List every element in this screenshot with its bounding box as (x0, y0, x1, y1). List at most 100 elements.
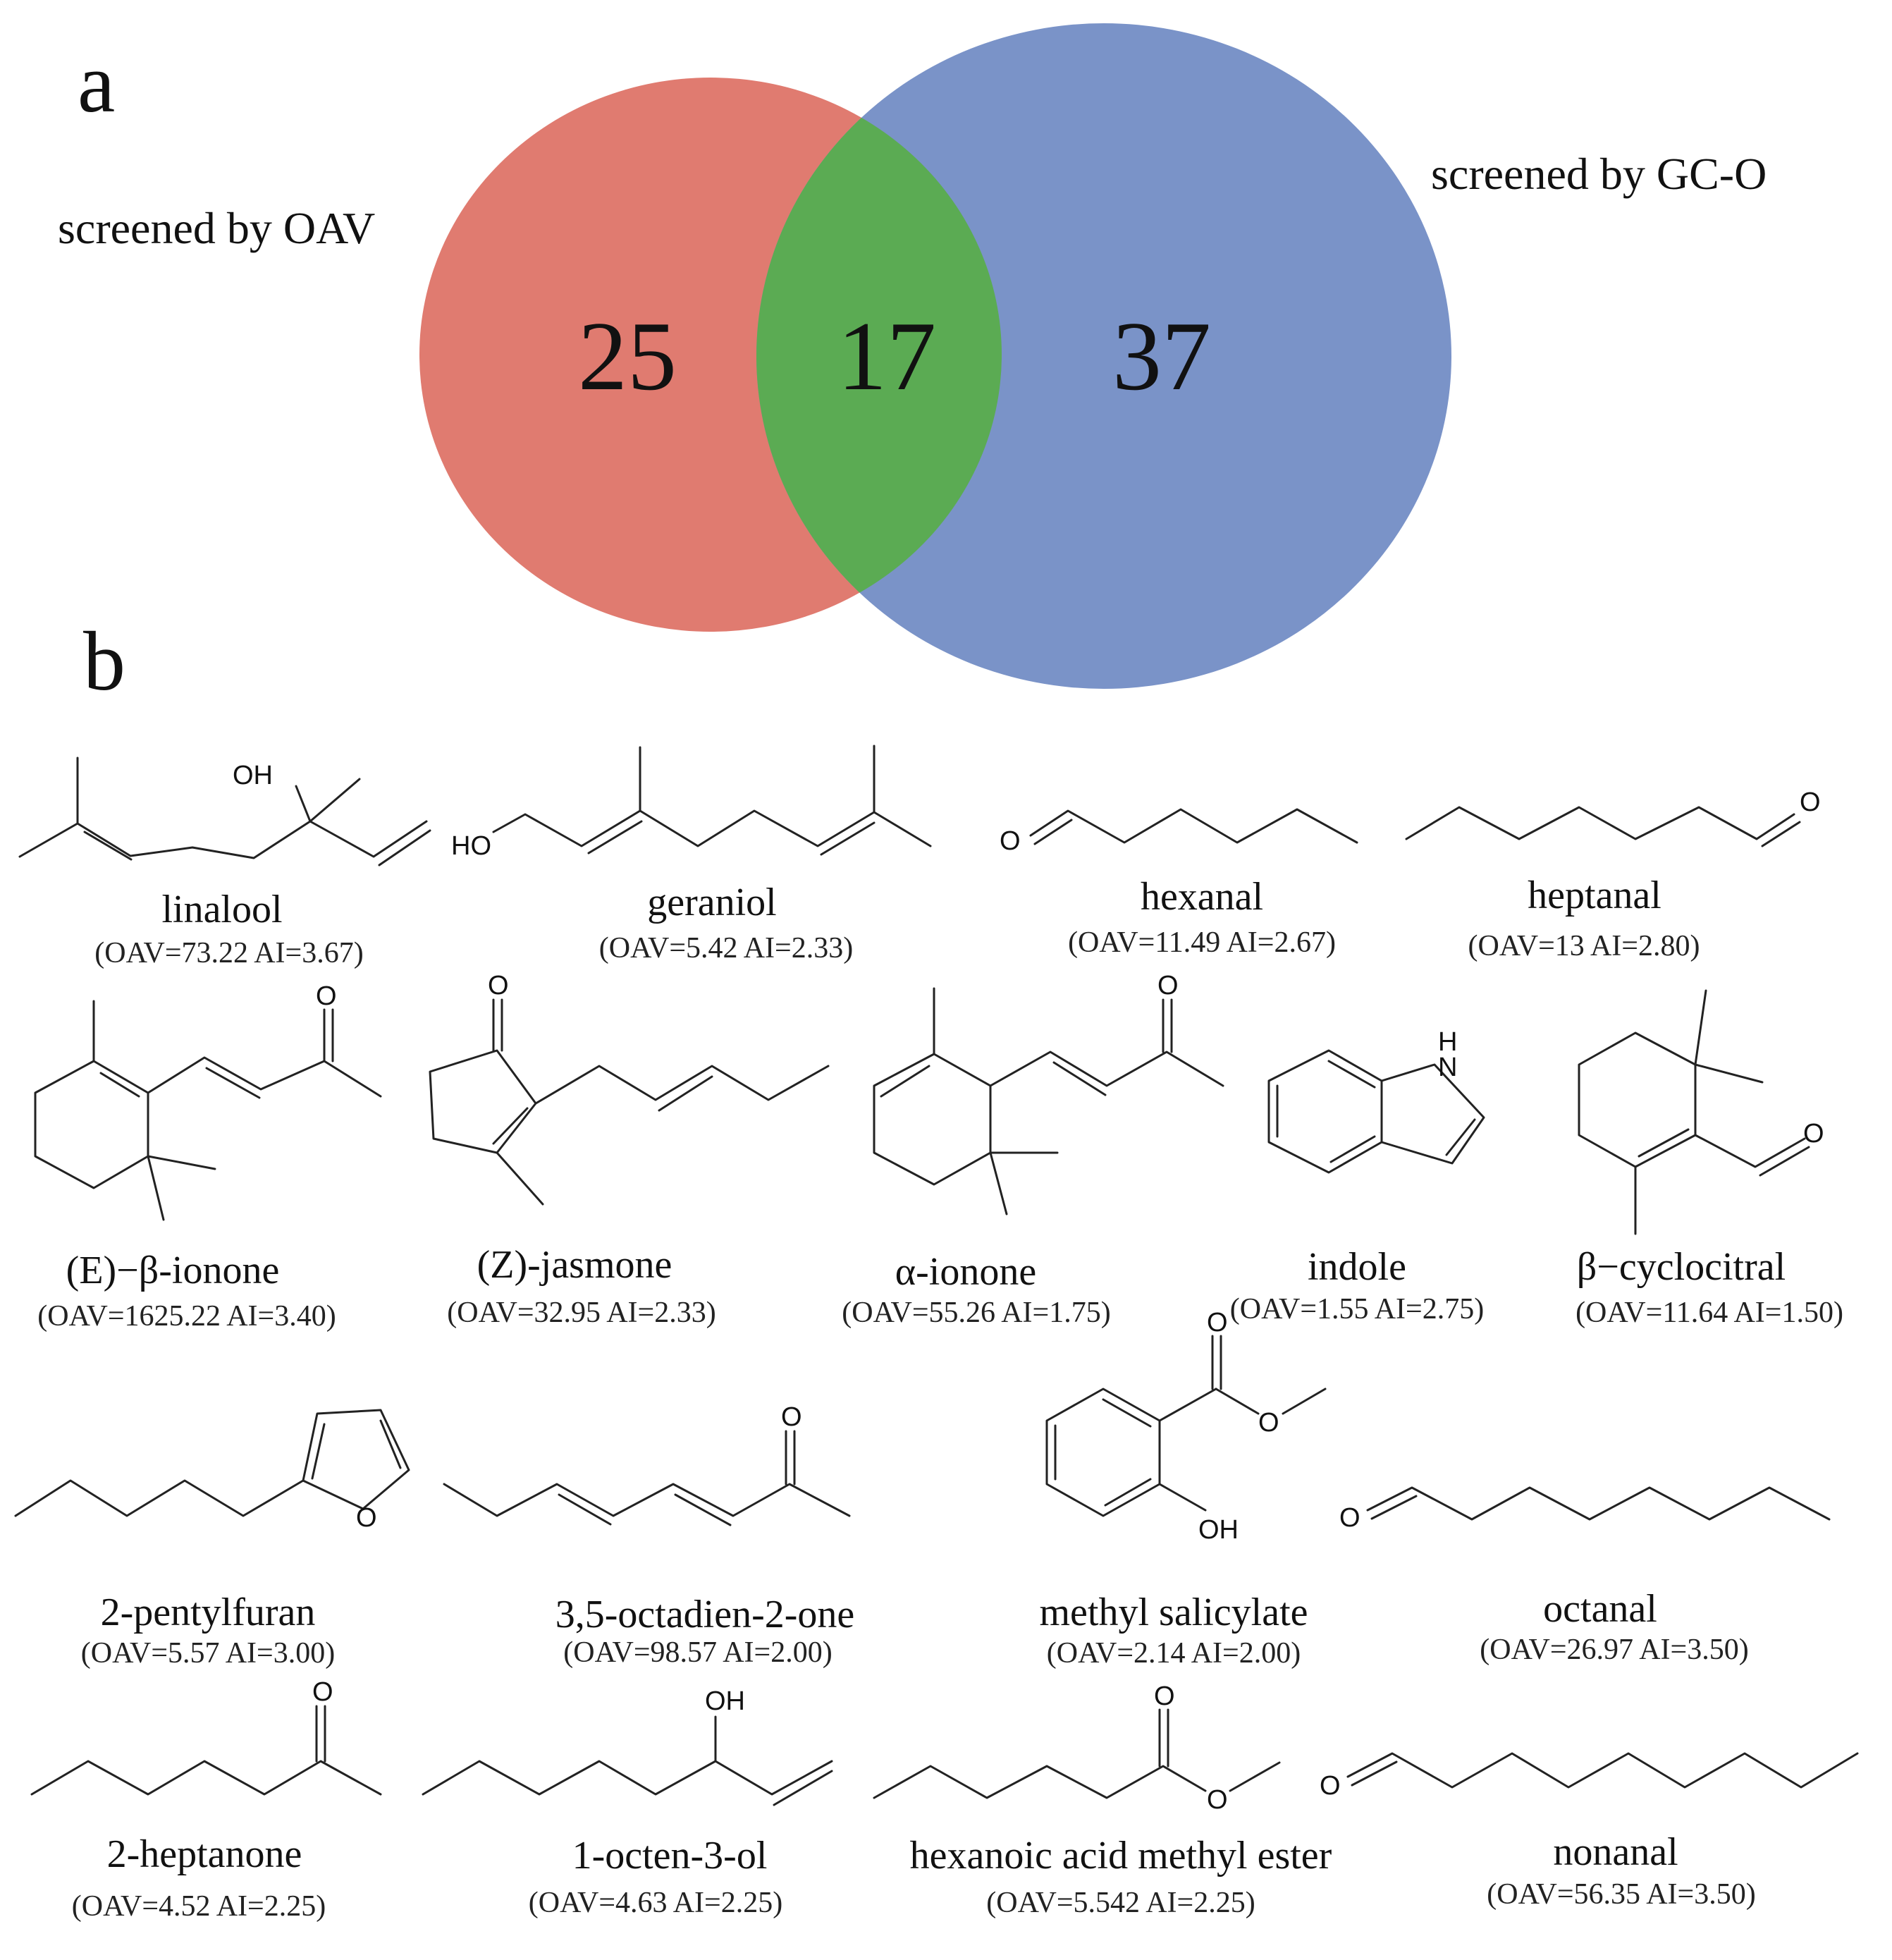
atom-label: OH (1198, 1515, 1239, 1545)
atom-label: O (1800, 788, 1821, 817)
compound-name: 2-pentylfuran (101, 1591, 316, 1634)
compound-name: nonanal (1553, 1830, 1678, 1874)
atom-label: H (1438, 1027, 1457, 1057)
compound-3-5-octadien-2-one: O 3,5-octadien-2-one (OAV=98.57 AI=2.00) (443, 1402, 854, 1669)
compound-values: (OAV=4.52 AI=2.25) (72, 1890, 326, 1923)
compound-name: 3,5-octadien-2-one (555, 1593, 854, 1636)
compound-values: (OAV=2.14 AI=2.00) (1047, 1637, 1301, 1670)
compound-values: (OAV=32.95 AI=2.33) (447, 1297, 715, 1329)
compound-hexanoic-acid-methyl-ester: O O hexanoic acid methyl ester (OAV=5.54… (873, 1682, 1332, 1919)
geraniol-structure: HO (451, 745, 932, 861)
compound-values: (OAV=5.57 AI=3.00) (81, 1637, 335, 1670)
compound-name: hexanal (1141, 875, 1263, 919)
venn-diagram: a screened by OAV screened by GC-O 25 17… (58, 23, 1767, 689)
gco-only-count: 37 (1112, 302, 1211, 411)
compound-name: octanal (1543, 1587, 1657, 1631)
compound-values: (OAV=56.35 AI=3.50) (1487, 1878, 1755, 1911)
atom-label: O (1207, 1785, 1228, 1815)
atom-label: O (1154, 1682, 1175, 1711)
compound-values: (OAV=98.57 AI=2.00) (563, 1636, 832, 1669)
compound-1-octen-3-ol: OH 1-octen-3-ol (OAV=4.63 AI=2.25) (422, 1686, 833, 1919)
2-heptanone-structure: O (30, 1677, 382, 1796)
panel-a-letter: a (78, 36, 115, 130)
1-octen-3-ol-structure: OH (422, 1686, 833, 1806)
atom-label: O (316, 981, 337, 1011)
oav-set-label: screened by OAV (58, 203, 375, 253)
compound-values: (OAV=55.26 AI=1.75) (842, 1297, 1110, 1329)
hexanal-structure: O (1000, 808, 1358, 856)
nonanal-structure: O (1320, 1752, 1859, 1801)
methyl-salicylate-structure: O O OH (1045, 1308, 1327, 1545)
compound-nonanal: O nonanal (OAV=56.35 AI=3.50) (1320, 1752, 1859, 1911)
linalool-structure: OH (18, 757, 431, 866)
compound-name: methyl salicylate (1040, 1591, 1308, 1634)
compound-name: 2-heptanone (107, 1832, 302, 1876)
atom-label: HO (451, 831, 491, 861)
compound-name: (E)−β-ionone (66, 1249, 280, 1292)
compound-name: geraniol (647, 881, 776, 924)
atom-label: O (488, 971, 509, 1000)
atom-label: OH (233, 761, 273, 790)
atom-label: O (1207, 1308, 1228, 1337)
overlap-count: 17 (837, 302, 936, 411)
compound-octanal: O octanal (OAV=26.97 AI=3.50) (1339, 1486, 1831, 1666)
compound-heptanal: O heptanal (OAV=13 AI=2.80) (1405, 788, 1821, 962)
atom-label: O (312, 1677, 333, 1707)
beta-cyclocitral-structure: O (1578, 989, 1824, 1235)
compound-2-heptanone: O 2-heptanone (OAV=4.52 AI=2.25) (30, 1677, 382, 1923)
atom-label: O (1258, 1408, 1279, 1438)
atom-label: O (1320, 1771, 1341, 1801)
2-pentylfuran-structure: O (14, 1409, 410, 1533)
compound-methyl-salicylate: O O OH methyl salicylate (OAV=2.14 AI=2.… (1040, 1308, 1327, 1670)
heptanal-structure: O (1405, 788, 1821, 847)
atom-label: N (1438, 1053, 1457, 1082)
compound-z-jasmone: O (Z)-jasmone (OAV=32.95 AI=2.33) (429, 971, 830, 1329)
compound-values: (OAV=4.63 AI=2.25) (529, 1887, 782, 1919)
compound-name: β−cyclocitral (1577, 1245, 1786, 1289)
compound-alpha-ionone: O α-ionone (OAV=55.26 AI=1.75) (842, 971, 1224, 1329)
hexanoic-acid-methyl-ester-structure: O O (873, 1682, 1281, 1815)
compound-beta-cyclocitral: O β−cyclocitral (OAV=11.64 AI=1.50) (1575, 989, 1843, 1329)
compound-values: (OAV=5.542 AI=2.25) (986, 1887, 1255, 1919)
compound-values: (OAV=11.64 AI=1.50) (1575, 1297, 1843, 1329)
atom-label: O (1803, 1119, 1824, 1149)
compound-name: hexanoic acid methyl ester (910, 1834, 1332, 1878)
atom-label: O (356, 1503, 377, 1533)
3-5-octadien-2-one-structure: O (443, 1402, 851, 1526)
atom-label: O (1000, 826, 1021, 856)
compound-indole: H N indole (OAV=1.55 AI=2.75) (1230, 1027, 1485, 1325)
compound-values: (OAV=5.42 AI=2.33) (599, 932, 853, 964)
atom-label: OH (705, 1686, 745, 1716)
compound-name: α-ionone (895, 1250, 1036, 1294)
compound-name: (Z)-jasmone (477, 1243, 672, 1287)
compound-name: linalool (161, 888, 282, 931)
compound-hexanal: O hexanal (OAV=11.49 AI=2.67) (1000, 808, 1358, 959)
panel-b-letter: b (83, 614, 125, 708)
compound-values: (OAV=26.97 AI=3.50) (1480, 1634, 1748, 1666)
compound-grid: OH linalool (OAV=73.22 AI=3.67) HO geran… (14, 745, 1859, 1923)
compound-values: (OAV=1625.22 AI=3.40) (37, 1300, 336, 1333)
compound-values: (OAV=73.22 AI=3.67) (94, 937, 363, 969)
compound-name: indole (1308, 1245, 1406, 1289)
oav-only-count: 25 (578, 302, 677, 411)
z-jasmone-structure: O (429, 971, 830, 1206)
compound-e-beta-ionone: O (E)−β-ionone (OAV=1625.22 AI=3.40) (34, 981, 382, 1333)
compound-values: (OAV=11.49 AI=2.67) (1068, 926, 1336, 959)
compound-values: (OAV=1.55 AI=2.75) (1230, 1293, 1484, 1325)
overlap-region (756, 78, 1002, 632)
compound-name: heptanal (1528, 874, 1661, 917)
atom-label: O (781, 1402, 802, 1432)
atom-label: O (1339, 1503, 1360, 1533)
e-beta-ionone-structure: O (34, 981, 382, 1221)
compound-2-pentylfuran: O 2-pentylfuran (OAV=5.57 AI=3.00) (14, 1409, 410, 1670)
indole-structure: H N (1267, 1027, 1485, 1174)
compound-geraniol: HO geraniol (OAV=5.42 AI=2.33) (451, 745, 932, 964)
gco-set-label: screened by GC-O (1431, 149, 1767, 199)
compound-linalool: OH linalool (OAV=73.22 AI=3.67) (18, 757, 431, 969)
octanal-structure: O (1339, 1486, 1831, 1533)
atom-label: O (1157, 971, 1179, 1000)
alpha-ionone-structure: O (873, 971, 1224, 1215)
compound-name: 1-octen-3-ol (572, 1834, 768, 1878)
compound-values: (OAV=13 AI=2.80) (1468, 930, 1700, 962)
